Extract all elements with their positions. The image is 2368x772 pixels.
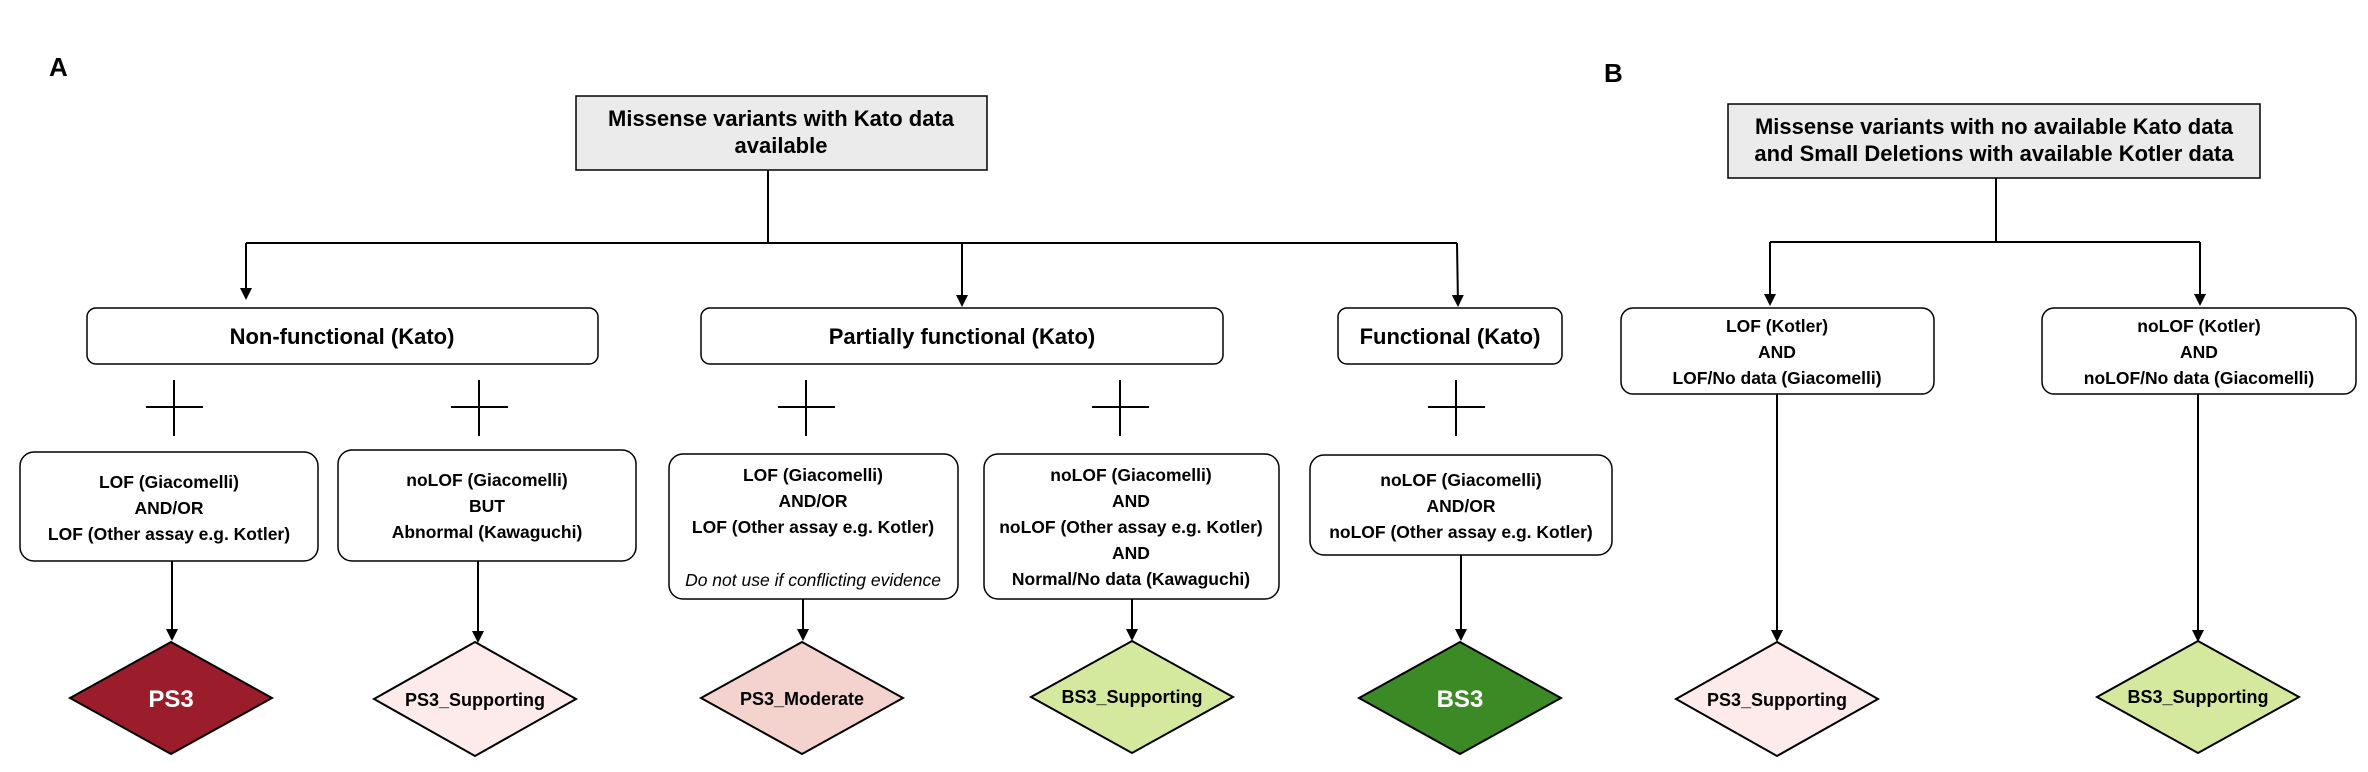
a-outcome-ps3-supporting-label: PS3_Supporting (405, 690, 545, 710)
a-condition-3-line: AND/OR (778, 491, 847, 511)
a-condition-4-line: noLOF (Other assay e.g. Kotler) (999, 517, 1263, 537)
a-condition-4-line: AND (1112, 543, 1150, 563)
a-condition-2-line: noLOF (Giacomelli) (406, 470, 567, 490)
a-outcome-bs3-supporting-diamond (1028, 639, 1236, 755)
a-tree-connectors (240, 170, 1464, 307)
b-condition-1-line: LOF/No data (Giacomelli) (1672, 368, 1881, 388)
a-condition-5-line: noLOF (Other assay e.g. Kotler) (1329, 522, 1593, 542)
plus-symbol (146, 380, 203, 436)
b-tree-connectors (1764, 178, 2206, 306)
plus-symbol (451, 380, 508, 436)
b-top-line-1: Missense variants with no available Kato… (1755, 114, 2234, 139)
a-plus-symbols (146, 380, 1485, 436)
a-condition-5-line: noLOF (Giacomelli) (1380, 470, 1541, 490)
b-condition-2-line: noLOF/No data (Giacomelli) (2084, 368, 2314, 388)
a-top-box (575, 95, 988, 171)
b-outcome-ps3-supporting-diamond (1673, 640, 1881, 758)
plus-symbol (1428, 380, 1485, 436)
a-condition-4-line: noLOF (Giacomelli) (1050, 465, 1211, 485)
a-condition-3-line: LOF (Giacomelli) (743, 465, 883, 485)
b-outcome-bs3-supporting-label: BS3_Supporting (2127, 687, 2268, 707)
a-category-nonfunctional-label: Non-functional (Kato) (230, 324, 455, 349)
a-condition-2-line: BUT (469, 496, 505, 516)
a-top-line-2: available (735, 133, 828, 158)
b-outcome-arrows (1771, 394, 2204, 642)
a-condition-3 (668, 453, 959, 600)
b-top-line-2: and Small Deletions with available Kotle… (1754, 141, 2234, 166)
a-condition-1-line: LOF (Giacomelli) (99, 472, 239, 492)
a-condition-4-line: AND (1112, 491, 1150, 511)
plus-symbol (778, 380, 835, 436)
panel-a: Missense variants with Kato data availab… (19, 95, 1613, 758)
a-condition-1-line: AND/OR (134, 498, 203, 518)
panel-label-a: A (49, 52, 68, 82)
a-outcome-ps3-supporting-diamond (371, 640, 579, 758)
a-outcome-ps3-moderate-label: PS3_Moderate (740, 689, 864, 709)
panel-label-b: B (1604, 58, 1623, 88)
a-outcome-ps3-diamond (67, 640, 275, 756)
a-condition-3-line: LOF (Other assay e.g. Kotler) (692, 517, 934, 537)
a-top-line-1: Missense variants with Kato data (608, 106, 955, 131)
a-category-partial-label: Partially functional (Kato) (829, 324, 1095, 349)
a-condition-1-line: LOF (Other assay e.g. Kotler) (48, 524, 290, 544)
a-outcome-bs3-supporting-label: BS3_Supporting (1061, 687, 1202, 707)
a-condition-1 (19, 451, 319, 562)
panel-b: Missense variants with no available Kato… (1620, 103, 2357, 758)
a-condition-4-line: Normal/No data (Kawaguchi) (1012, 569, 1250, 589)
b-condition-1-line: AND (1758, 342, 1796, 362)
a-outcome-bs3-diamond (1356, 640, 1564, 756)
a-outcome-arrows (166, 555, 1467, 643)
b-condition-1-line: LOF (Kotler) (1726, 316, 1828, 336)
a-category-functional-label: Functional (Kato) (1360, 324, 1541, 349)
b-condition-2-line: AND (2180, 342, 2218, 362)
a-outcome-ps3-moderate-diamond (698, 640, 906, 756)
a-outcome-bs3-label: BS3 (1437, 686, 1484, 713)
a-condition-2 (337, 449, 637, 562)
b-top-box (1727, 103, 2261, 179)
a-condition-3-note: Do not use if conflicting evidence (685, 570, 941, 590)
b-outcome-ps3-supporting-label: PS3_Supporting (1707, 690, 1847, 710)
a-category-functional (1337, 307, 1563, 365)
a-category-partial (700, 307, 1224, 365)
b-condition-2-line: noLOF (Kotler) (2137, 316, 2260, 336)
a-outcome-ps3-label: PS3 (148, 686, 193, 713)
a-condition-2-line: Abnormal (Kawaguchi) (392, 522, 583, 542)
a-category-nonfunctional (86, 307, 599, 365)
b-outcome-bs3-supporting-diamond (2094, 639, 2302, 755)
a-condition-5-line: AND/OR (1426, 496, 1495, 516)
plus-symbol (1092, 380, 1149, 436)
